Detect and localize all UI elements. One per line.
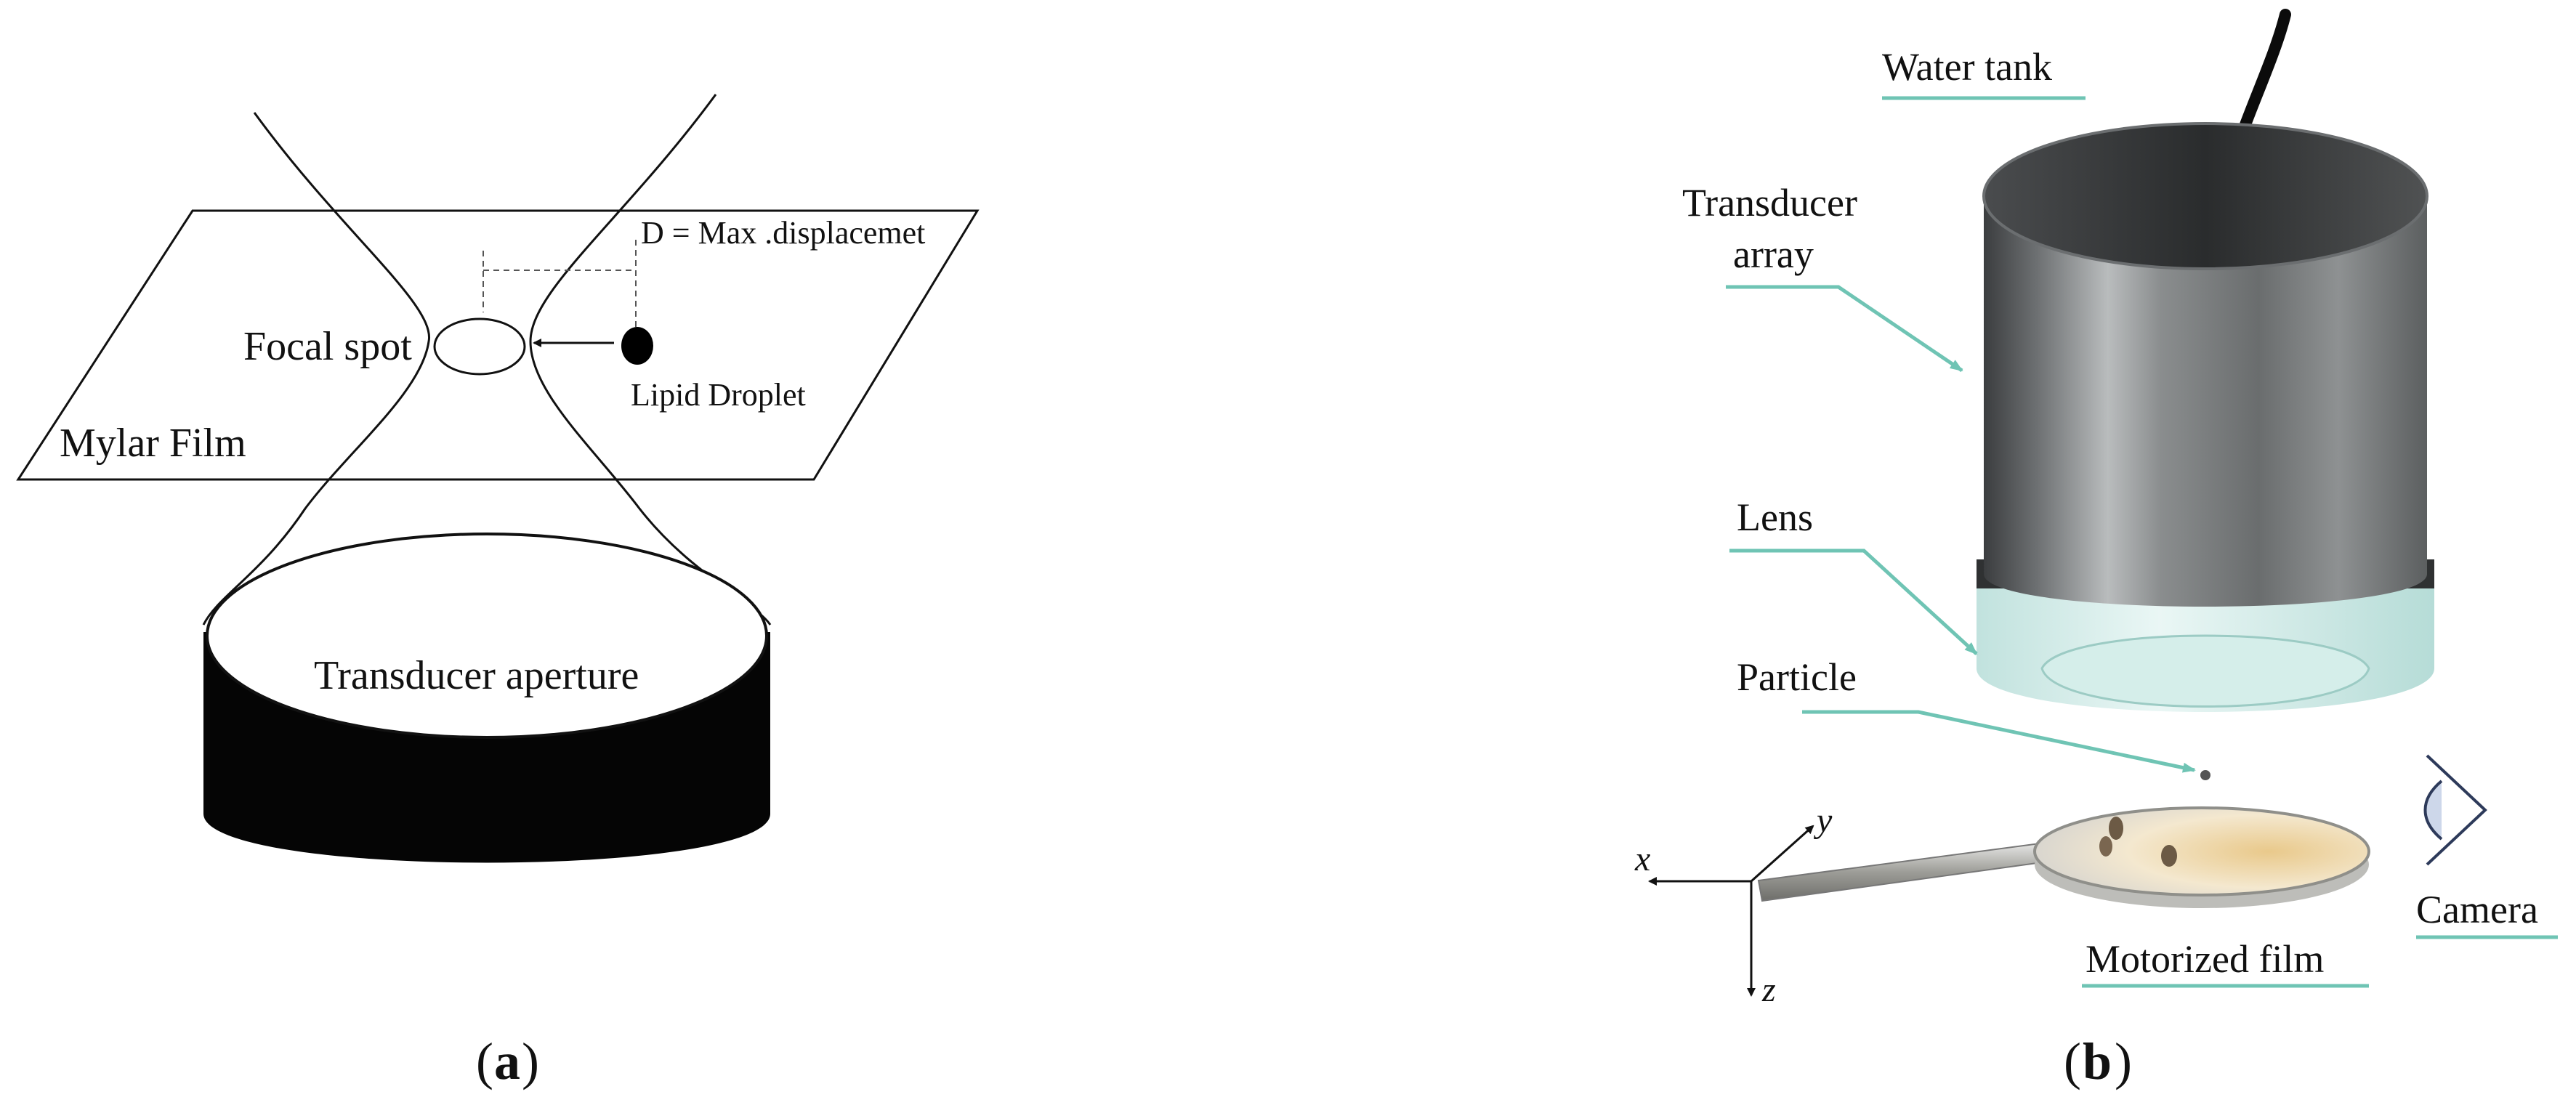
transducer-aperture-label: Transducer aperture [314, 653, 639, 698]
mylar-film-plane [16, 209, 980, 481]
x-axis-label: x [1634, 840, 1650, 878]
svg-text:): ) [522, 1032, 539, 1090]
mylar-film-label: Mylar Film [60, 421, 246, 466]
motorized-film-disc [2033, 806, 2370, 896]
lens-inner [2040, 634, 2370, 708]
coordinate-axes: x y z [1634, 801, 1833, 1009]
film-debris-1 [2109, 817, 2123, 840]
caption-a: ( a ) [476, 1032, 539, 1090]
water-tank-body [1984, 196, 2427, 607]
beam-left-edge [202, 112, 430, 626]
panel-b: x y z Water tank Transducer array Lens P… [1634, 9, 2558, 1090]
z-axis-label: z [1761, 971, 1776, 1009]
y-axis [1751, 825, 1814, 883]
transducer-array-label-line2: array [1733, 232, 1814, 276]
film-rod [1757, 841, 2049, 902]
y-axis-label: y [1813, 801, 1833, 840]
caption-b: ( b ) [2064, 1032, 2132, 1090]
particle-label: Particle [1737, 655, 1857, 699]
panel-a: D = Max .displacemet Focal spot Lipid Dr… [16, 94, 980, 1090]
caption-b-letter: b [2083, 1032, 2112, 1090]
lens-label: Lens [1737, 495, 1813, 539]
svg-text:(: ( [476, 1032, 493, 1090]
leader-lines [1726, 96, 2558, 988]
water-tank-top [1984, 124, 2427, 269]
motorized-film-label: Motorized film [2086, 937, 2324, 981]
camera-label: Camera [2416, 888, 2538, 931]
transducer-aperture [206, 533, 768, 739]
particle-dot [2200, 770, 2210, 780]
lipid-droplet-dot [621, 327, 653, 365]
svg-text:): ) [2115, 1032, 2132, 1090]
focal-spot [433, 317, 526, 376]
lipid-droplet-label: Lipid Droplet [631, 377, 806, 413]
water-tank-top-rim [1982, 122, 2428, 270]
water-tank-label: Water tank [1882, 45, 2052, 89]
caption-a-letter: a [494, 1032, 520, 1090]
max-displacement-label: D = Max .displacemet [641, 215, 925, 251]
svg-text:(: ( [2064, 1032, 2081, 1090]
transducer-array-label-line1: Transducer [1682, 181, 1857, 224]
camera-eye-icon [2423, 754, 2487, 866]
film-debris-3 [2161, 845, 2177, 867]
film-debris-2 [2099, 836, 2112, 857]
focal-spot-label: Focal spot [243, 324, 412, 369]
